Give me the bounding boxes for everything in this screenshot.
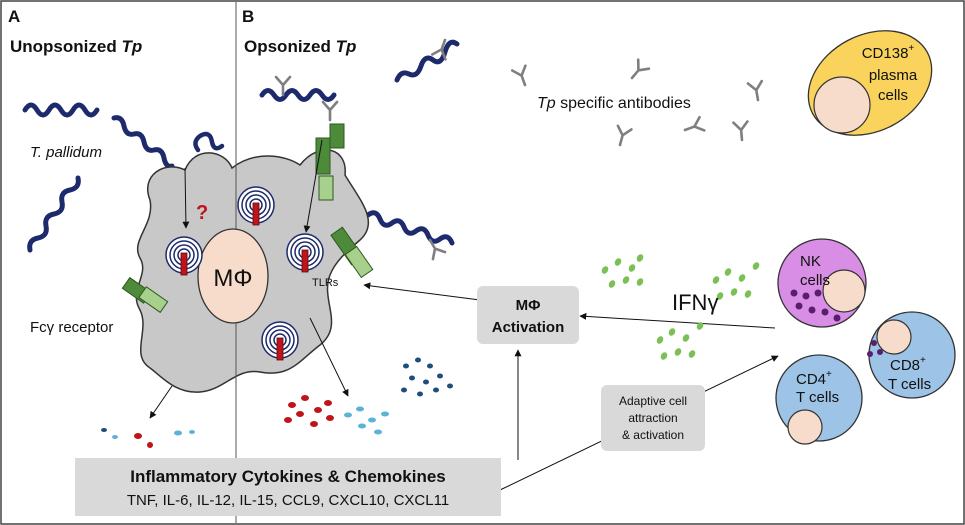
arrow-activation (363, 282, 481, 301)
plasma-cell: CD138+ plasma cells (807, 30, 933, 136)
macrophage-nucleus (197, 228, 269, 324)
arrow-cytokines-a (149, 385, 173, 419)
spirochetes (22, 39, 460, 253)
arrow-cytokines-b (309, 317, 349, 397)
mphi-activation-line2: Activation (492, 319, 565, 336)
spirochete (22, 102, 100, 118)
adaptive-line3: & activation (622, 428, 684, 442)
mphi-activation-line1: MΦ (516, 297, 541, 314)
cytokines-list: TNF, IL-6, IL-12, IL-15, CCL9, CXCL10, C… (127, 492, 449, 509)
plasma-label-line3: cells (878, 87, 908, 104)
spirochete (394, 39, 460, 83)
cytokines (101, 357, 453, 448)
tlrs-label: TLRs (312, 277, 339, 289)
cd4-t-cell: CD4+ T cells (775, 354, 863, 445)
t-pallidum-label: T. pallidum (30, 144, 102, 161)
arrow-question (182, 167, 190, 229)
question-mark: ? (196, 202, 208, 224)
plasma-label-line2: plasma (869, 67, 918, 84)
arrows (149, 139, 779, 491)
adaptive-line1: Adaptive cell (619, 394, 687, 408)
macrophage-label: MΦ (213, 265, 252, 292)
spirochete (27, 175, 81, 253)
cd8-label-line1: CD8+ (890, 355, 926, 374)
ifn-label: IFNγ (672, 290, 718, 315)
cd4-label-line2: T cells (796, 389, 839, 406)
arrow-ifn (579, 312, 776, 329)
cytokines-summary-box: Inflammatory Cytokines & Chemokines TNF,… (75, 458, 501, 516)
cd4-label-line1: CD4+ (796, 369, 832, 388)
fc-receptor-label: Fcγ receptor (30, 319, 113, 336)
cd8-label-line2: T cells (888, 376, 931, 393)
panel-b-letter: B (242, 7, 254, 26)
panel-a-title: Unopsonized Tp (10, 37, 142, 56)
panel-a-letter: A (8, 7, 20, 26)
fc-receptor-left (121, 276, 169, 314)
cd8-t-cell: CD8+ T cells (867, 311, 956, 399)
spirochete (193, 131, 225, 153)
nk-cell: NK cells (777, 238, 867, 328)
arrow-uptake (303, 139, 323, 233)
ifn-particles (601, 254, 760, 360)
panel-b-title: Opsonized Tp (244, 37, 356, 56)
plasma-label-line1: CD138+ (862, 43, 915, 62)
adaptive-box: Adaptive cell attraction & activation (601, 385, 705, 451)
cytokines-title: Inflammatory Cytokines & Chemokines (130, 467, 446, 486)
fc-receptor-top (315, 123, 345, 201)
fc-receptor-right (330, 226, 374, 279)
spirochete (259, 88, 337, 102)
mphi-activation-box: MΦ Activation (477, 286, 579, 344)
adaptive-line2: attraction (628, 411, 677, 425)
spirochete (365, 210, 455, 246)
spirochete (111, 115, 175, 169)
nk-label-line2: cells (800, 272, 830, 289)
nk-label-line1: NK (800, 253, 821, 270)
tp-antibodies-label: Tp specific antibodies (537, 95, 691, 112)
